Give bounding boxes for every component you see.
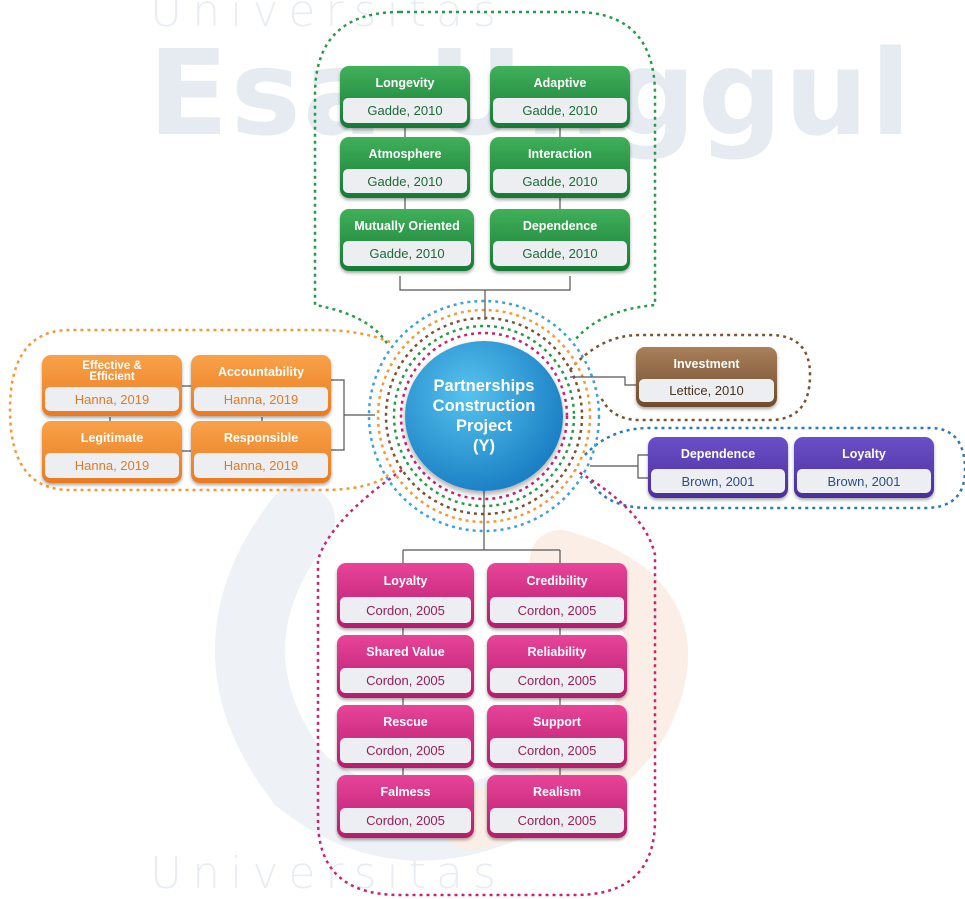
card-title: Falmess [380,785,431,799]
card-source: Gadde, 2010 [343,169,467,193]
card-source: Brown, 2001 [651,469,785,493]
card-title: Atmosphere [368,146,442,161]
ring-orange [376,308,592,524]
card-source: Cordon, 2005 [490,808,624,833]
ring-blue [367,299,601,533]
pink-card-credibility: Credibility Cordon, 2005 [487,563,627,628]
card-title: Adaptive [533,75,587,90]
pink-card-loyalty: Loyalty Cordon, 2005 [337,563,474,628]
pink-card-falmess: Falmess Cordon, 2005 [337,775,474,838]
card-title: Accountability [217,364,305,379]
card-title: Loyalty [383,573,428,588]
center-line-1: Partnerships [433,377,535,395]
pink-card-realism: Realism Cordon, 2005 [487,775,627,838]
card-source: Cordon, 2005 [340,668,471,693]
card-title: Longevity [375,75,435,90]
orange-card-effective-efficient: Effective & Efficient Hanna, 2019 [42,355,182,416]
card-title: Effective & Efficient [82,360,142,383]
card-title: Rescue [383,715,428,729]
green-group-boundary [313,10,657,346]
card-source: Cordon, 2005 [490,597,624,623]
pink-group-boundary [316,468,657,897]
center-line-2: Construction [432,397,536,415]
green-card-atmosphere: Atmosphere Gadde, 2010 [340,137,470,198]
brown-group-boundary [569,333,812,422]
card-title: Credibility [526,573,588,588]
orange-card-accountability: Accountability Hanna, 2019 [191,355,331,416]
card-source: Hanna, 2019 [194,387,328,411]
center-node: Partnerships Construction Project (Y) [405,341,563,491]
green-card-longevity: Longevity Gadde, 2010 [340,66,470,128]
card-source: Cordon, 2005 [340,738,471,763]
blue-card-dependence: Dependence Brown, 2001 [648,437,788,498]
center-line-3: Project [456,417,512,435]
card-title: Mutually Oriented [354,218,460,233]
green-card-adaptive: Adaptive Gadde, 2010 [490,66,630,128]
card-title: Legitimate [80,430,144,445]
card-title: Realism [533,785,581,799]
card-title: Loyalty [842,446,886,461]
orange-card-legitimate: Legitimate Hanna, 2019 [42,421,182,483]
card-source: Cordon, 2005 [340,808,471,833]
card-title: Dependence [522,218,598,233]
card-title: Interaction [528,146,592,161]
green-card-interaction: Interaction Gadde, 2010 [490,137,630,198]
card-source: Brown, 2001 [797,469,931,493]
card-source: Cordon, 2005 [340,597,471,623]
card-source: Gadde, 2010 [493,241,627,266]
card-title: Support [533,715,581,729]
orange-group-boundary [8,328,391,492]
pink-card-rescue: Rescue Cordon, 2005 [337,705,474,768]
card-source: Cordon, 2005 [490,668,624,693]
pink-card-reliability: Reliability Cordon, 2005 [487,635,627,698]
card-source: Hanna, 2019 [194,453,328,478]
ring-brown [384,316,584,516]
center-line-4: (Y) [472,437,495,455]
card-source: Cordon, 2005 [490,738,624,763]
card-title: Shared Value [366,645,445,659]
pink-card-support: Support Cordon, 2005 [487,705,627,768]
connector-lines [109,128,648,775]
orange-card-responsible: Responsible Hanna, 2019 [191,421,331,483]
card-source: Gadde, 2010 [493,169,627,193]
pink-card-shared-value: Shared Value Cordon, 2005 [337,635,474,698]
watermark-top-text: Universitas [150,0,506,37]
card-title: Investment [673,356,740,371]
card-source: Gadde, 2010 [493,98,627,123]
card-source: Gadde, 2010 [343,241,471,266]
card-title: Reliability [527,645,587,659]
blue-card-loyalty: Loyalty Brown, 2001 [794,437,934,498]
card-source: Lettice, 2010 [639,379,774,402]
brown-card-investment: Investment Lettice, 2010 [636,347,777,407]
card-source: Hanna, 2019 [45,453,179,478]
card-source: Gadde, 2010 [343,98,467,123]
card-source: Hanna, 2019 [45,387,179,411]
green-card-mutually-oriented: Mutually Oriented Gadde, 2010 [340,209,474,271]
green-card-dependence: Dependence Gadde, 2010 [490,209,630,271]
ring-pink [399,331,569,501]
card-title: Responsible [223,430,299,445]
card-title: Dependence [680,446,756,461]
